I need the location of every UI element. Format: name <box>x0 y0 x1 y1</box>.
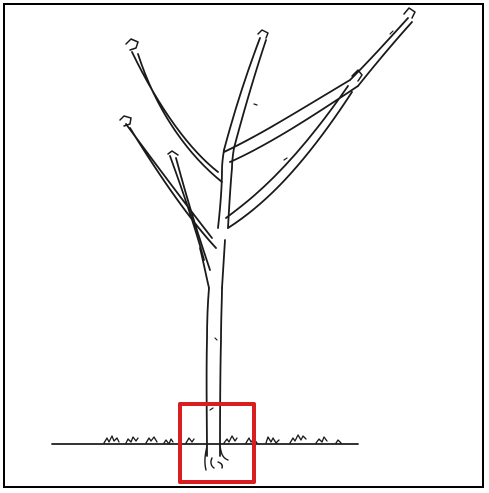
trunk-roots <box>205 446 228 470</box>
left-upper-branch <box>126 39 222 182</box>
central-leader-branch <box>218 30 268 228</box>
trunk-base-highlight-box <box>180 404 254 482</box>
grass-tufts <box>104 435 341 444</box>
tree-trunk <box>200 240 225 456</box>
tree <box>52 8 415 482</box>
left-middle-branch <box>120 116 216 248</box>
ground <box>52 435 358 444</box>
left-inner-branch <box>168 151 210 270</box>
